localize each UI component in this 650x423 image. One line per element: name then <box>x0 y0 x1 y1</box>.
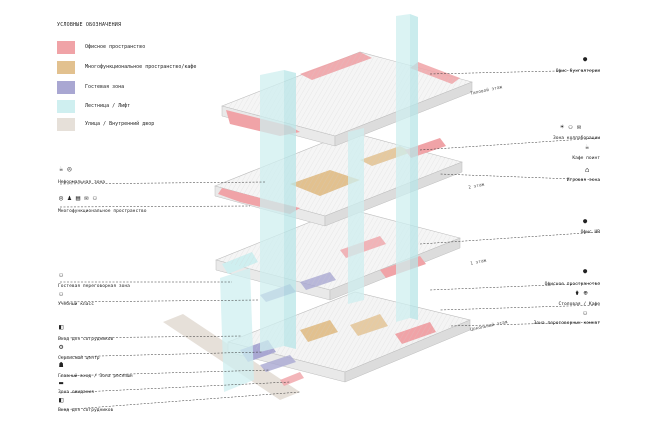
callout-multifunctional: Многофункциональное пространство <box>58 209 147 214</box>
legend-item-office: Офисное пространство <box>57 40 145 54</box>
meeting-rooms-icon: ⚇ <box>583 309 588 317</box>
first-floor <box>215 207 461 302</box>
multifunctional-icons: ◎ ♟ ▤ ✉ ⚇ <box>59 194 97 202</box>
legend-label: Улица / Внутренний двор <box>85 121 155 127</box>
legend-swatch <box>57 40 75 54</box>
legend-swatch <box>57 60 75 74</box>
legend-item-multifunctional: Многофункциональное пространство/кафе <box>57 60 196 74</box>
callout-collaboration: Зона коллаборации <box>552 136 600 141</box>
legend-item-guest: Гостевая зона <box>57 80 124 94</box>
canteen-icons: ⚱ ⊕ <box>575 289 588 297</box>
second-floor <box>214 131 463 227</box>
callout-office-space: Офисное пространство <box>544 282 600 287</box>
legend-label: Лестница / Лифт <box>85 103 131 109</box>
callout-cafe-point: Кафе поинт <box>572 156 600 161</box>
callout-service-center: Сервисный центр <box>58 356 100 361</box>
office-space-icon: ● <box>583 267 588 275</box>
leader-lines-right <box>419 69 601 327</box>
legend-item-stairs: Лестница / Лифт <box>57 99 130 113</box>
legend-swatch <box>57 99 75 113</box>
collaboration-icons: ☀ ⚇ ✉ <box>560 123 582 131</box>
staff-entrance-2-icon: ◧ <box>59 396 64 404</box>
accounting-office-icon: ● <box>583 55 588 63</box>
stair-cores <box>220 14 418 392</box>
legend-swatch <box>57 117 75 131</box>
callout-canteen: Столовая / Кафе <box>558 302 601 307</box>
cafe-point-icon: ☕ <box>585 143 590 151</box>
legend-label: Офисное пространство <box>85 44 146 50</box>
legend-label: Многофункциональное пространство/кафе <box>85 64 197 70</box>
waiting-zone-icon: ▬ <box>59 379 64 387</box>
callout-accounting-office: Офис бухгалтерии <box>555 69 600 74</box>
callout-staff-entrance: Вход для сотрудников <box>58 337 114 342</box>
callout-informal-zone: Неформальная зона <box>58 180 106 185</box>
callout-hr-office: Офис HR <box>580 230 600 235</box>
hr-office-icon: ● <box>583 217 588 225</box>
callout-waiting-zone: Зона ожидания <box>58 390 94 395</box>
legend-swatch <box>57 80 75 94</box>
callout-staff-entrance-2: Вход для сотрудников <box>58 408 114 413</box>
main-entrance-icon: ☗ <box>59 361 64 369</box>
callout-game-zone: Игровая зона <box>566 178 600 183</box>
callout-main-entrance: Главный вход / Зона ресепшн <box>58 374 133 379</box>
legend-item-street: Улица / Внутренний двор <box>57 117 154 131</box>
staff-entrance-icon: ◧ <box>59 323 64 331</box>
top-floor <box>221 51 473 147</box>
game-zone-icon: ⌂ <box>585 166 590 174</box>
service-center-icon: ⚙ <box>59 343 64 351</box>
legend-title: УСЛОВНЫЕ ОБОЗНАЧЕНИЯ <box>57 22 122 28</box>
guest-meeting-icon: ⚇ <box>59 271 64 279</box>
leader-lines-left <box>59 181 301 411</box>
callout-classroom: Учебный класс <box>58 302 94 307</box>
callout-guest-meeting: Гостевая переговорная зона <box>58 284 130 289</box>
legend-label: Гостевая зона <box>85 84 125 90</box>
informal-zone-icons: ☕ ◎ <box>59 165 72 173</box>
callout-meeting-rooms: Зона переговорных комнат <box>533 321 600 326</box>
classroom-icon: ⚇ <box>59 290 64 298</box>
